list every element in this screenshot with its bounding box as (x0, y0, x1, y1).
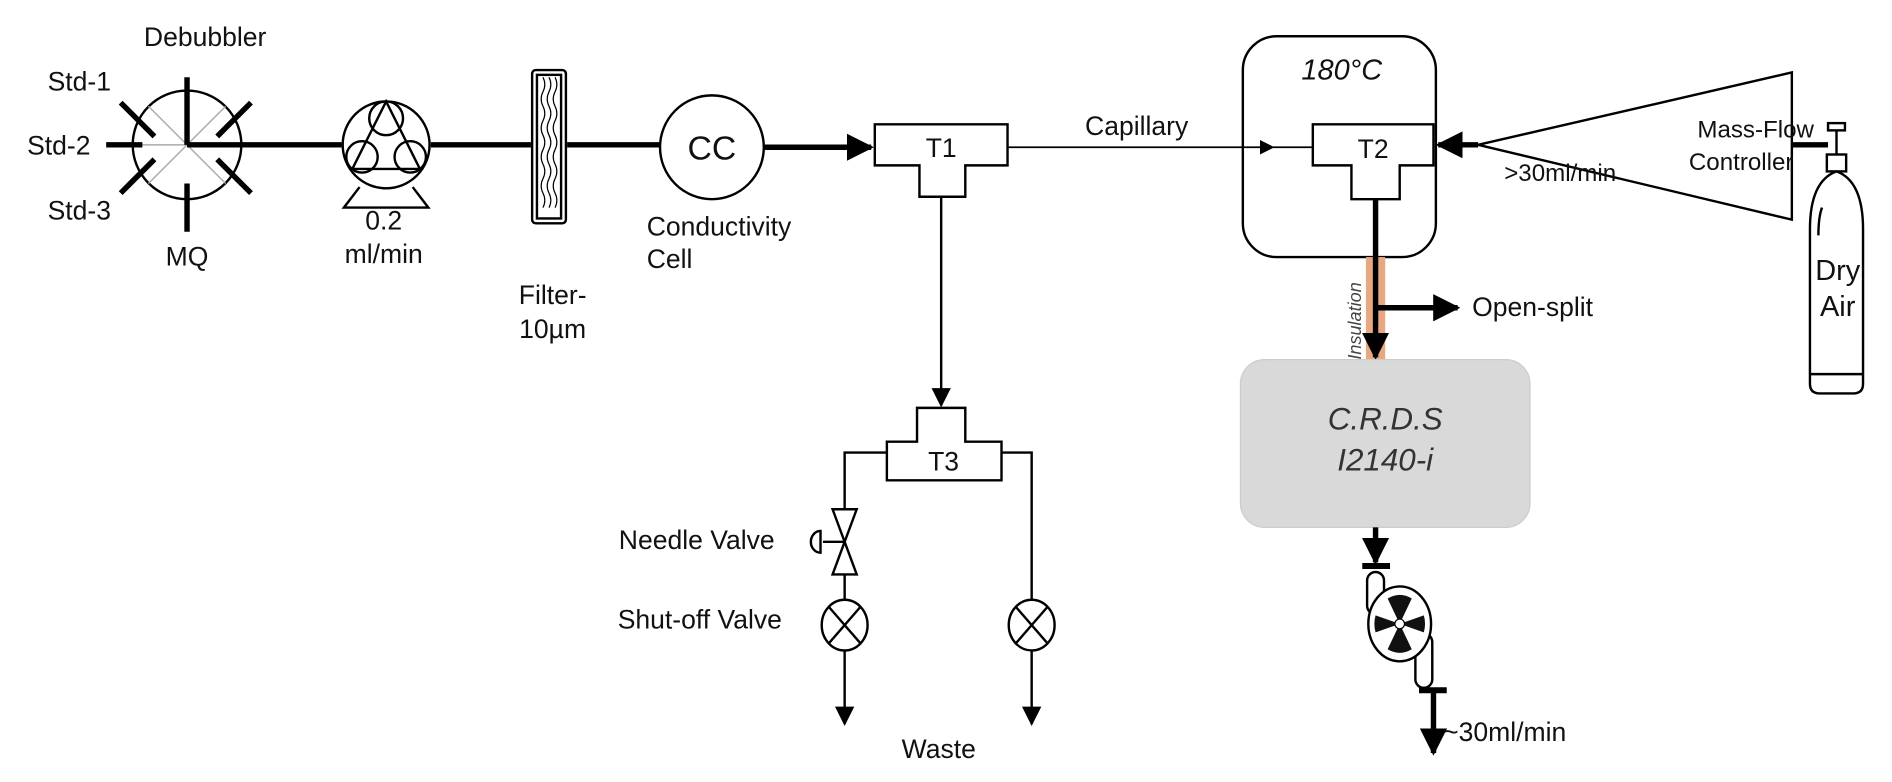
conductivity-cell-label-2: Cell (647, 244, 693, 274)
tee-t3-label: T3 (928, 447, 959, 477)
filter-label: Filter- (519, 280, 587, 310)
mass-flow-controller-icon (1477, 70, 1794, 222)
shutoff-valve-right-icon (1007, 598, 1056, 652)
filter-icon (530, 68, 568, 225)
tee-t2-label: T2 (1358, 134, 1389, 164)
mq-label: MQ (166, 242, 209, 272)
gas-label: Dry (1815, 255, 1861, 287)
gas-cylinder-icon (1808, 121, 1865, 395)
capillary-label: Capillary (1085, 111, 1189, 141)
tee-t2 (1311, 123, 1435, 201)
conductivity-cell-label: Conductivity (647, 211, 792, 241)
pump-rate-unit: ml/min (345, 239, 423, 269)
shutoff-valve-left-icon (820, 598, 869, 652)
debubbler-valve (106, 77, 342, 232)
insulation-label: Insulation (1345, 282, 1365, 359)
vacuum-pump-icon (1365, 570, 1434, 690)
tee-t1 (873, 123, 1009, 198)
filter-size-label: 10µm (519, 314, 586, 344)
pump-icon (341, 98, 431, 209)
pump-rate-value: 0.2 (365, 205, 402, 235)
gas-label-2: Air (1820, 291, 1856, 323)
debubbler-label: Debubbler (144, 22, 267, 52)
conductivity-cell-symbol: CC (688, 129, 737, 167)
std-1-label: Std-1 (48, 67, 111, 97)
needle-valve-label: Needle Valve (619, 525, 775, 555)
mfc-label-2: Controller (1689, 149, 1794, 176)
exhaust-flow-label: ~30ml/min (1443, 717, 1566, 747)
mfc-flow-rate: >30ml/min (1504, 160, 1616, 187)
open-split-label: Open-split (1472, 292, 1594, 322)
tee-t1-label: T1 (926, 133, 957, 163)
waste-label: Waste (902, 734, 976, 764)
std-2-label: Std-2 (27, 131, 90, 161)
needle-valve-icon (809, 508, 859, 576)
oven-temperature: 180°C (1301, 55, 1383, 87)
tee-t3 (885, 406, 1003, 482)
analyzer-label: C.R.D.S (1328, 402, 1443, 437)
crds-analyzer-box (1239, 359, 1531, 528)
std-3-label: Std-3 (48, 196, 111, 226)
analyzer-model: I2140-i (1337, 443, 1434, 478)
mfc-label: Mass-Flow (1697, 117, 1814, 144)
shutoff-valve-label: Shut-off Valve (618, 605, 782, 635)
